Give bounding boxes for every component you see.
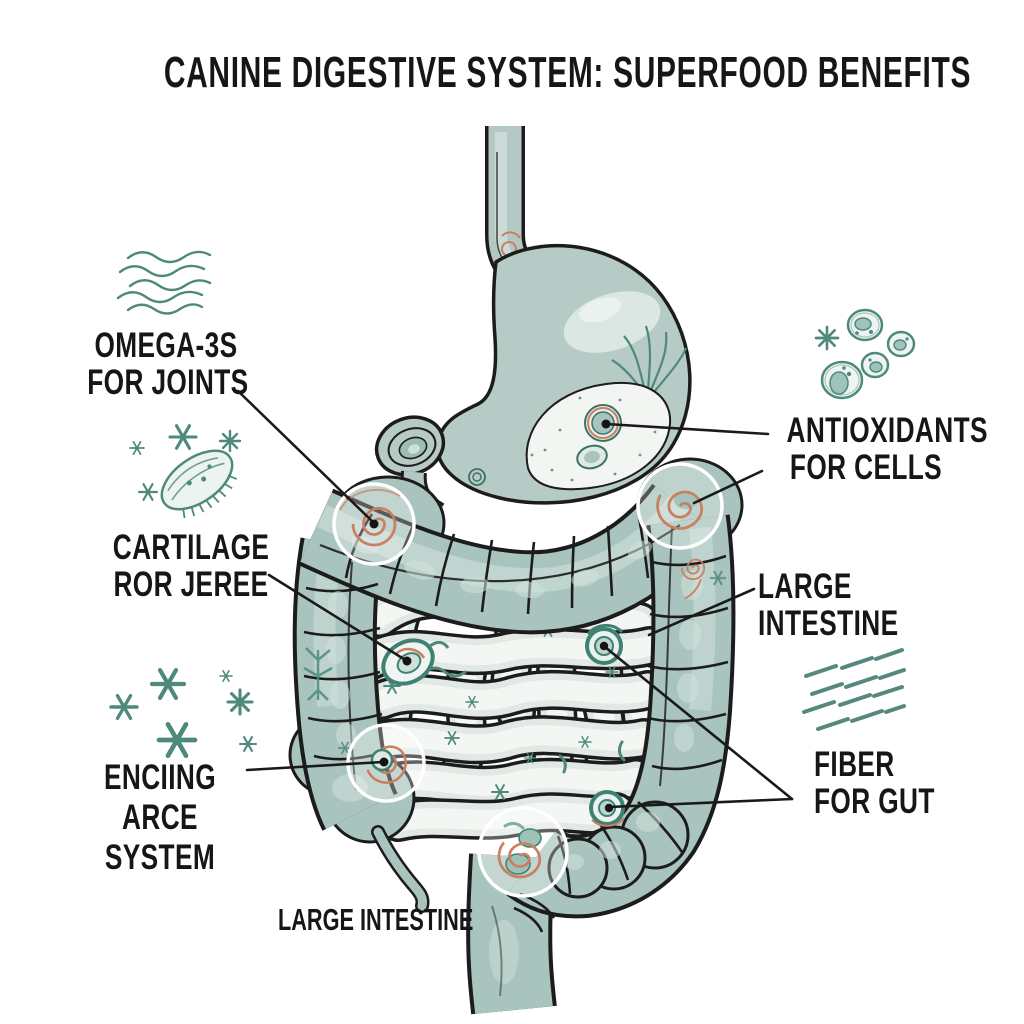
- label-line: CARTILAGE: [112, 528, 270, 567]
- label-line: FIBER: [814, 745, 895, 784]
- stomach-fronds: [611, 325, 688, 393]
- label-antioxidants-for-cells: ANTIOXIDANTS FOR CELLS: [786, 411, 988, 487]
- callout-antioxidants-1: [604, 422, 770, 436]
- callout-antioxidants-2: [692, 469, 764, 505]
- label-fiber-for-gut: FIBER FOR GUT: [814, 746, 935, 820]
- label-line: FOR JOINTS: [87, 363, 249, 402]
- page-title: CANINE DIGESTIVE SYSTEM: SUPERFOOD BENEF…: [163, 48, 972, 97]
- label-omega3-for-joints: OMEGA-3S FOR JOINTS: [87, 326, 249, 402]
- callout-fiber-2: [607, 797, 794, 809]
- appendix: [371, 825, 430, 913]
- sparkles-icon: [109, 667, 258, 758]
- label-enciing-arce-system: ENCIING ARCE SYSTEM: [81, 758, 239, 878]
- label-large-intestine-bottom: LARGE INTESTINE: [278, 902, 474, 937]
- callout-lines: [236, 389, 794, 809]
- small-swirl: [680, 558, 706, 600]
- label-line: ROR JEREE: [113, 565, 269, 604]
- callout-cartilage: [267, 573, 409, 663]
- ciliated-microbe: [160, 449, 238, 519]
- speckles: [530, 396, 657, 482]
- label-line: ARCE: [122, 798, 198, 837]
- callout-omega3: [236, 389, 376, 525]
- label-line: ANTIOXIDANTS: [786, 411, 988, 450]
- highlight-antioxidant-colon: [636, 462, 724, 550]
- callout-enciing: [245, 760, 385, 772]
- callout-dots: [369, 419, 614, 813]
- label-line: ENCIING: [103, 758, 217, 797]
- callout-large-intestine: [647, 587, 756, 637]
- omega-waves-icon: [116, 250, 212, 315]
- label-line: OMEGA-3S: [94, 326, 238, 365]
- label-line: FOR GUT: [814, 782, 935, 821]
- large-intestine: [288, 457, 744, 1015]
- cell-organism-icon: [129, 424, 242, 519]
- label-line: FOR CELLS: [789, 448, 943, 487]
- highlight-large-intestine: [477, 806, 569, 898]
- stomach: [374, 243, 692, 527]
- cells-cluster-icon: [814, 308, 916, 400]
- label-cartilage: CARTILAGE ROR JEREE: [112, 529, 270, 603]
- label-large-intestine-right: LARGE INTESTINE: [758, 568, 898, 642]
- colon-flora: [303, 570, 727, 755]
- rectum: [466, 853, 557, 1015]
- label-line: SYSTEM: [104, 838, 216, 877]
- label-line: LARGE: [758, 567, 852, 606]
- callout-fiber-1: [603, 645, 794, 801]
- fiber-strands-icon: [802, 648, 906, 731]
- label-line: INTESTINE: [758, 604, 899, 643]
